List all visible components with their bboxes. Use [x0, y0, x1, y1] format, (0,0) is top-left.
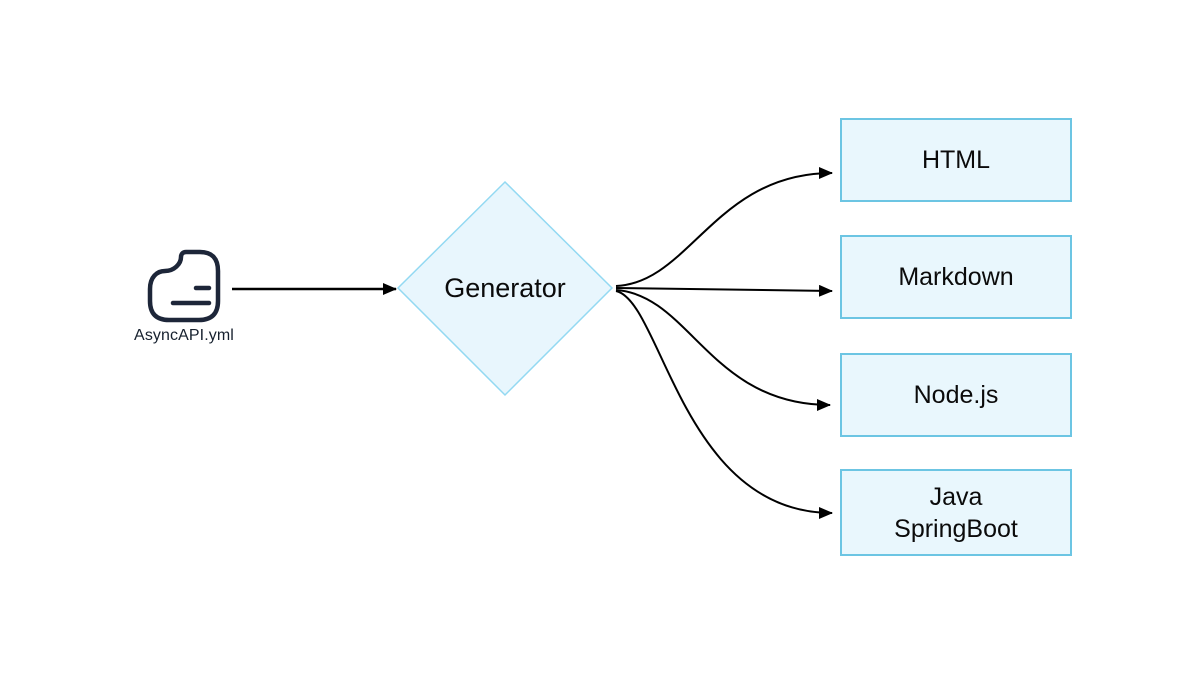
edge-to-nodejs [615, 289, 831, 411]
edge-to-html [615, 167, 833, 287]
output-box-java-springboot: Java SpringBoot [840, 469, 1072, 556]
output-box-label: HTML [921, 146, 991, 174]
output-box-label: Markdown [898, 263, 1014, 291]
file-icon [147, 249, 221, 323]
output-box-label: Java [929, 482, 983, 511]
source-file-label: AsyncAPI.yml [134, 327, 234, 344]
edge-to-java-springboot [615, 290, 833, 519]
output-box-nodejs: Node.js [840, 353, 1072, 437]
output-box-html: HTML [840, 118, 1072, 202]
output-box-label-line2: SpringBoot [894, 514, 1018, 543]
output-box-markdown: Markdown [840, 235, 1072, 319]
generator-label: Generator [444, 273, 566, 303]
output-box-label: Node.js [913, 381, 999, 409]
generator-diamond-shape [396, 180, 614, 397]
edge-to-markdown [615, 284, 833, 297]
